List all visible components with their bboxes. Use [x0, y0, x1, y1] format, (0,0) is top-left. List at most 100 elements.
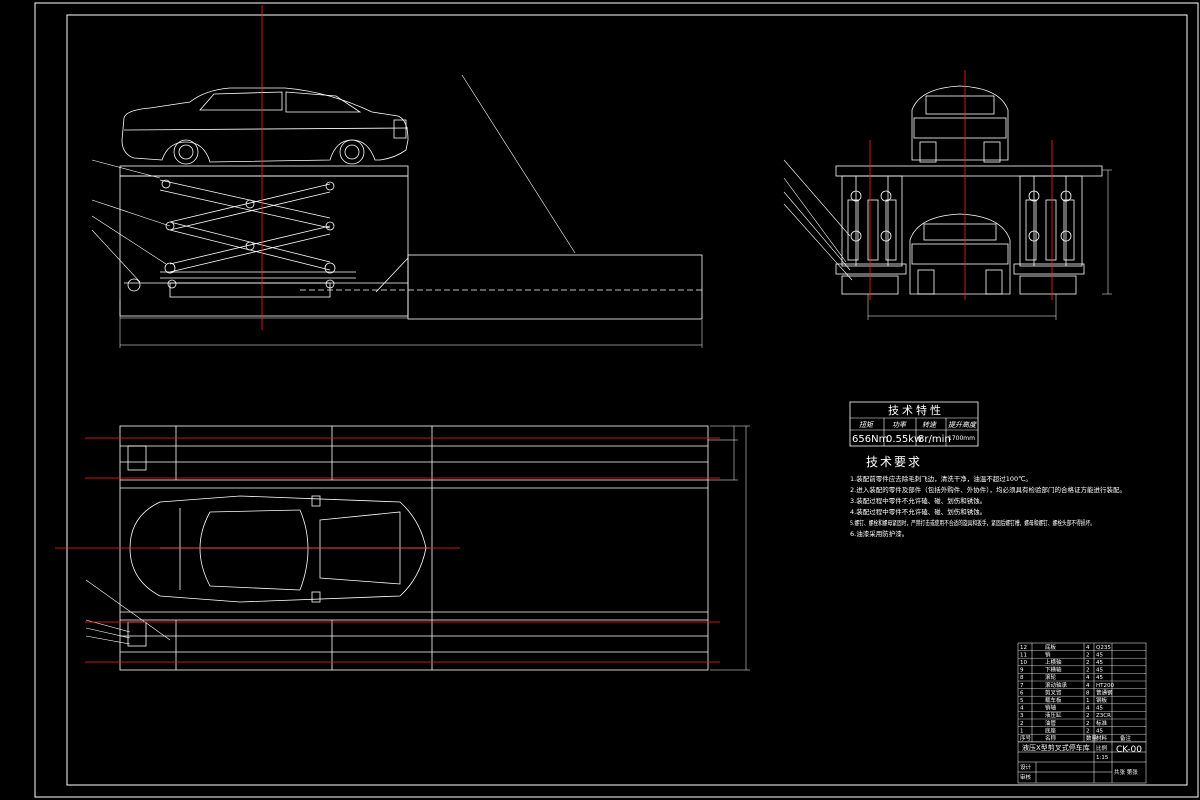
bom-cell-name: 滚轮: [1045, 673, 1057, 681]
bom-cell-name: 销轴: [1045, 704, 1057, 712]
bom-cell-note: 备注: [1120, 734, 1132, 742]
title-block-school: 共张 第张: [1114, 768, 1138, 776]
bom-cell-qty: 4: [1086, 675, 1090, 681]
bom-cell-no: 5: [1020, 698, 1024, 704]
front-view: [91, 74, 703, 348]
bom-cell-qty: 数量: [1086, 734, 1098, 742]
bom-row-lines: [1018, 650, 1146, 742]
bom-cell-no: 12: [1020, 645, 1027, 651]
title-block-scale-value: 1:15: [1096, 755, 1109, 761]
spec-val-torque: 656Nm: [852, 434, 888, 445]
bom-cell-mat: HT200: [1096, 683, 1114, 689]
bom-cell-name: 上横轴: [1045, 658, 1062, 666]
bom-cell-qty: 2: [1086, 652, 1090, 658]
bom-cell-no: 11: [1020, 652, 1027, 658]
bom-cell-name: 液压缸: [1045, 711, 1062, 719]
bom-cell-mat: 45: [1096, 706, 1103, 712]
bom-cell-mat: 45: [1096, 675, 1103, 681]
requirement-line-2: 2.进入装配的零件及部件（包括外购件、外协件），均必须具有检验部门的合格证方能进…: [850, 485, 1126, 494]
requirement-line-1: 1.装配前零件应去除毛刺飞边，清洗干净，油温不超过100℃。: [850, 474, 1032, 483]
right-column: [1013, 175, 1085, 295]
bom-cell-qty: 2: [1086, 660, 1090, 666]
bom-cell-qty: 4: [1086, 706, 1090, 712]
car-top-view: [129, 495, 430, 603]
bom-cell-no: 2: [1020, 721, 1024, 727]
bom-cell-name: 底座: [1045, 726, 1057, 734]
spec-val-power: 0.55kw: [886, 434, 922, 445]
bom-cell-no: 8: [1020, 675, 1024, 681]
bom-cell-qty: 8: [1086, 690, 1090, 696]
bom-cell-name: 载车板: [1045, 696, 1062, 704]
bom-cell-mat: 45: [1096, 660, 1103, 666]
bom-cell-no: 7: [1020, 683, 1024, 689]
bom-cell-mat: 材料: [1096, 734, 1108, 742]
bom-cell-no: 9: [1020, 668, 1024, 674]
bom-cell-name: 底板: [1045, 643, 1057, 651]
lower-car-front: [909, 213, 1011, 295]
requirement-line-4: 4.装配过程中零件不允许磕、碰、划伤和锈蚀。: [850, 507, 986, 516]
bom-cell-qty: 2: [1086, 713, 1090, 719]
title-block-scale-label: 比例: [1096, 744, 1108, 752]
title-block: [1018, 741, 1146, 783]
top-view: [85, 425, 750, 671]
bom-cell-no: 1: [1020, 728, 1024, 734]
spec-head-torque: 扭矩: [859, 421, 874, 429]
bom-cell-name: 销: [1045, 650, 1051, 658]
requirements-title: 技术要求: [866, 455, 922, 469]
bom-cell-mat: 45: [1096, 668, 1103, 674]
bom-table: [1017, 642, 1147, 784]
spec-head-speed: 转速: [922, 421, 937, 429]
bom-cell-mat: 45: [1096, 652, 1103, 658]
spec-head-power: 功率: [892, 421, 907, 429]
bom-cell-no: 6: [1020, 690, 1024, 696]
technical-requirements: 技术要求 1.装配前零件应去除毛刺飞边，清洗干净，油温不超过100℃。 2.进入…: [850, 455, 1126, 538]
pit-outline: [407, 254, 703, 320]
bom-cell-qty: 1: [1086, 698, 1090, 704]
spec-title: 技术特性: [888, 403, 944, 417]
spec-head-lift: 提升高度: [948, 421, 977, 429]
requirement-line-6: 6.油漆采用防护漆。: [850, 529, 908, 538]
bom-cell-no: 10: [1020, 660, 1027, 666]
bom-cell-mat: Z3CR: [1096, 713, 1111, 719]
title-block-designer: 设计: [1020, 763, 1032, 771]
side-carrier-plate: [835, 165, 1103, 177]
spec-val-lift: 1700mm: [948, 435, 975, 442]
bom-cell-qty: 2: [1086, 728, 1090, 734]
requirement-line-5: 5.螺钉、螺栓和螺母紧固时，严禁打击或使用不合适的旋具和扳手，紧固后螺钉槽、螺母…: [850, 518, 1095, 527]
bom-cell-qty: 2: [1086, 721, 1090, 727]
left-column: [835, 175, 907, 295]
bom-cell-no: 序号: [1020, 734, 1032, 742]
spec-table: 技术特性 扭矩 功率 转速 提升高度 656Nm 0.55kw 8r/min 1…: [849, 401, 979, 447]
bom-cell-name: 油管: [1045, 719, 1057, 727]
bom-cell-mat: 45: [1096, 728, 1103, 734]
title-block-checker: 审核: [1020, 773, 1032, 781]
bom-cell-mat: Q235: [1096, 645, 1111, 651]
bom-cell-no: 3: [1020, 713, 1024, 719]
bom-cell-mat: 标准: [1096, 719, 1108, 727]
bom-cell-qty: 2: [1086, 668, 1090, 674]
title-block-drawing-title: 液压X型剪叉式停车库: [1022, 743, 1090, 752]
bom-cell-mat: 钢板: [1096, 696, 1108, 704]
requirement-line-3: 3.装配过程中零件不允许磕、碰、划伤和锈蚀。: [850, 496, 986, 505]
bom-cell-qty: 4: [1086, 645, 1090, 651]
bom-cell-qty: 4: [1086, 683, 1090, 689]
scissor-mechanism: [159, 179, 356, 279]
bom-cell-name: 剪叉臂: [1045, 688, 1062, 696]
upper-car-front: [911, 85, 1009, 163]
bom-cell-name: 下横轴: [1045, 666, 1062, 674]
sheet-outer-border: [34, 2, 1199, 798]
title-block-code: CK-00: [1116, 745, 1142, 755]
side-view: [783, 85, 1112, 320]
car-side-profile: [121, 87, 409, 165]
top-view-red-lines: [55, 437, 720, 663]
bom-cell-name: 名称: [1045, 734, 1057, 742]
spec-val-speed: 8r/min: [918, 434, 951, 445]
sheet-inner-border: [66, 14, 1188, 786]
carrier-plate: [119, 165, 409, 177]
bom-cell-name: 滚动轴承: [1045, 681, 1068, 689]
bom-cell-no: 4: [1020, 706, 1024, 712]
lift-frame: [119, 175, 409, 317]
bom-cell-mat: 普通钢: [1096, 688, 1113, 696]
